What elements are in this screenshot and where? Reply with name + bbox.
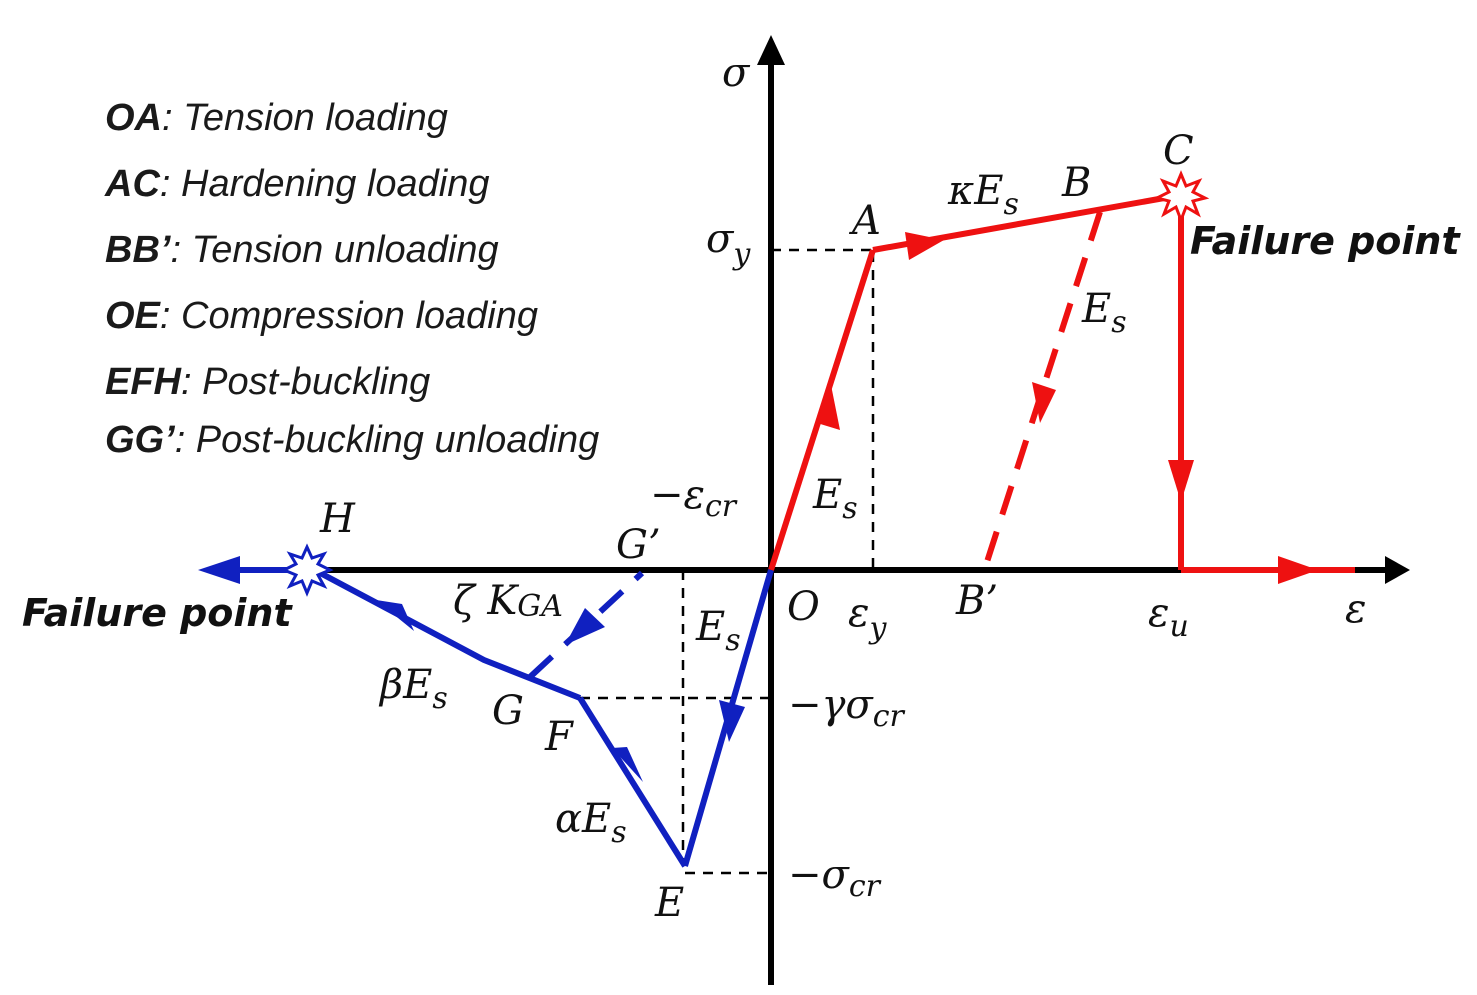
path-FH <box>305 563 582 701</box>
failure-label-h: Failure point <box>22 591 293 635</box>
label-zeta-kga: ζ KGA <box>453 578 563 624</box>
label-kappa-es: κEs <box>947 168 1019 222</box>
point-label-o: O <box>787 584 820 630</box>
label-beta-es: βEs <box>378 662 448 716</box>
failure-label-c: Failure point <box>1190 219 1461 263</box>
arrow-BB <box>1032 382 1056 423</box>
legend-item-oe: OE: Compression loading <box>105 295 538 337</box>
arrow-H-left <box>198 556 240 584</box>
strain-axis-label: ε <box>1345 586 1366 632</box>
label-es-bb: Es <box>1081 286 1127 340</box>
point-label-f: F <box>544 714 574 760</box>
arrow-eu-right <box>1278 556 1318 584</box>
arrow-EF <box>612 747 643 782</box>
burst-star-icon <box>280 543 334 597</box>
burst-star-icon <box>1152 170 1210 225</box>
point-label-h: H <box>319 496 356 542</box>
legend-item-gg: GG’: Post-buckling unloading <box>105 419 599 461</box>
label-epsilon-u: εu <box>1148 590 1189 644</box>
label-epsilon-y: εy <box>848 590 887 646</box>
label-sigma-y: σy <box>706 216 751 272</box>
label-alpha-es: αEs <box>555 796 627 850</box>
legend-item-oa: OA: Tension loading <box>105 97 448 139</box>
point-label-c: C <box>1163 128 1194 174</box>
arrow-C-down <box>1168 460 1194 502</box>
arrow-OE <box>719 700 745 742</box>
strain-axis-arrowhead <box>1385 556 1410 584</box>
legend-item-ac: AC: Hardening loading <box>104 163 489 205</box>
legend: OA: Tension loading AC: Hardening loadin… <box>104 97 599 461</box>
arrow-OA <box>817 380 840 430</box>
path-EF <box>577 696 688 868</box>
tension-arrows <box>817 232 1318 584</box>
label-minus-sigma-cr: −σcr <box>788 852 882 904</box>
arrow-FH <box>376 600 414 631</box>
label-minus-gamma-sigma-cr: −γσcr <box>788 682 906 734</box>
point-label-e: E <box>654 880 684 926</box>
guide-lines <box>580 248 875 875</box>
stress-axis-arrowhead <box>757 35 785 65</box>
legend-item-bb: BB’: Tension unloading <box>105 229 499 271</box>
label-minus-epsilon-cr: −εcr <box>650 472 738 524</box>
path-BB-prime <box>982 211 1103 569</box>
point-label-g-prime: G’ <box>616 522 661 568</box>
arrow-GG-prime <box>565 608 605 645</box>
failure-marker-H <box>280 543 334 597</box>
point-label-b: B <box>1061 160 1091 206</box>
label-es-oa: Es <box>812 472 858 526</box>
point-label-b-prime: B’ <box>955 578 998 624</box>
label-es-oe: Es <box>695 604 741 658</box>
stress-axis-label: σ <box>722 50 751 96</box>
point-label-g: G <box>492 688 524 734</box>
arrow-AC <box>905 232 944 260</box>
failure-marker-C <box>1152 170 1210 225</box>
legend-item-efh: EFH: Post-buckling <box>105 361 430 403</box>
point-label-a: A <box>848 198 881 244</box>
compression-arrows <box>198 556 745 782</box>
